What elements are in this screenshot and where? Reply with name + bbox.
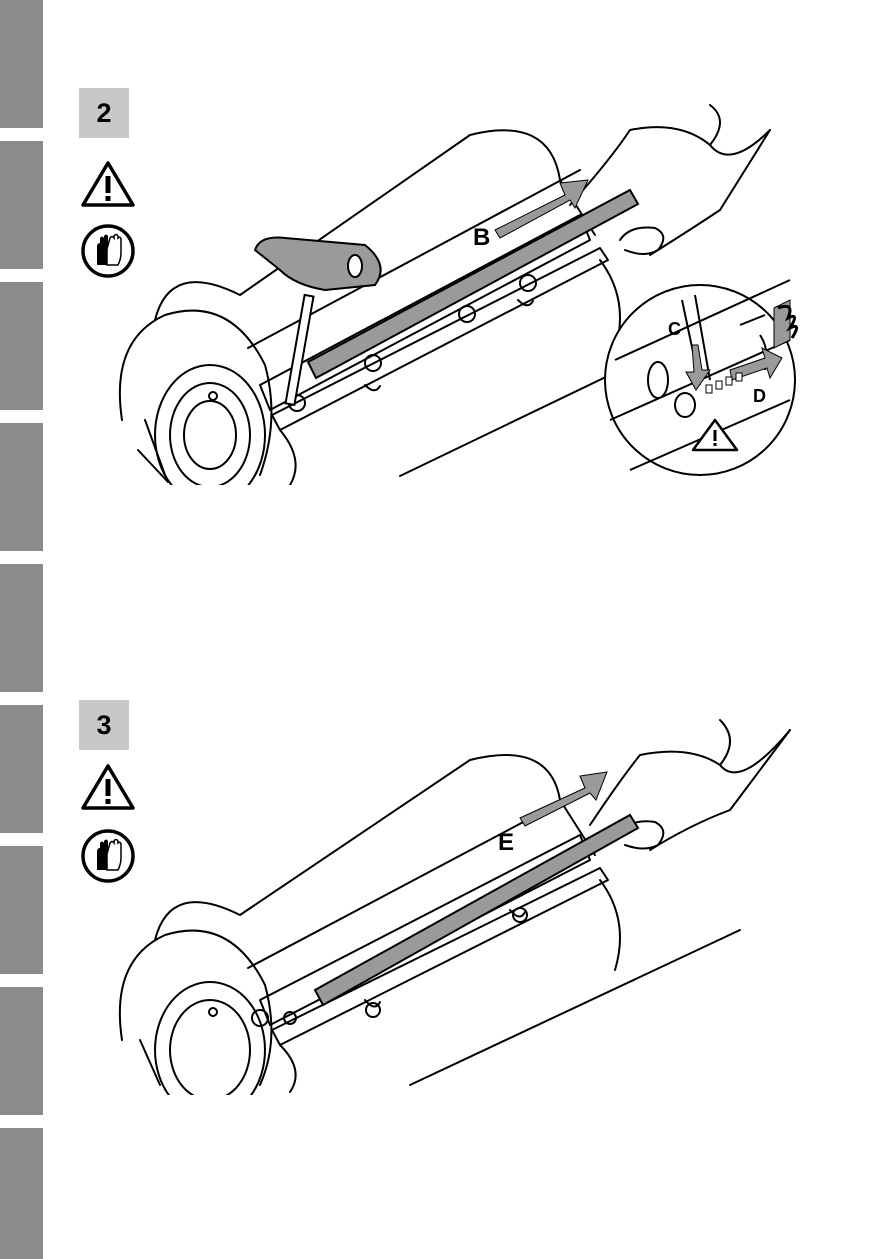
side-index-tabs xyxy=(0,0,43,1259)
callout-d: D xyxy=(753,386,766,406)
side-tab-9 xyxy=(0,1128,43,1259)
callout-c: C xyxy=(668,319,681,339)
callout-b: B xyxy=(473,224,490,251)
cutter-head-step3-illustration: E xyxy=(110,700,810,1095)
side-tab-8 xyxy=(0,987,43,1115)
cutter-head-step2-illustration: B C D xyxy=(110,90,830,485)
side-tab-4 xyxy=(0,423,43,551)
side-tab-7 xyxy=(0,846,43,974)
callout-e: E xyxy=(498,829,514,856)
side-tab-1 xyxy=(0,0,43,128)
side-tab-2 xyxy=(0,141,43,269)
side-tab-5 xyxy=(0,564,43,692)
side-tab-3 xyxy=(0,282,43,410)
side-tab-6 xyxy=(0,705,43,833)
